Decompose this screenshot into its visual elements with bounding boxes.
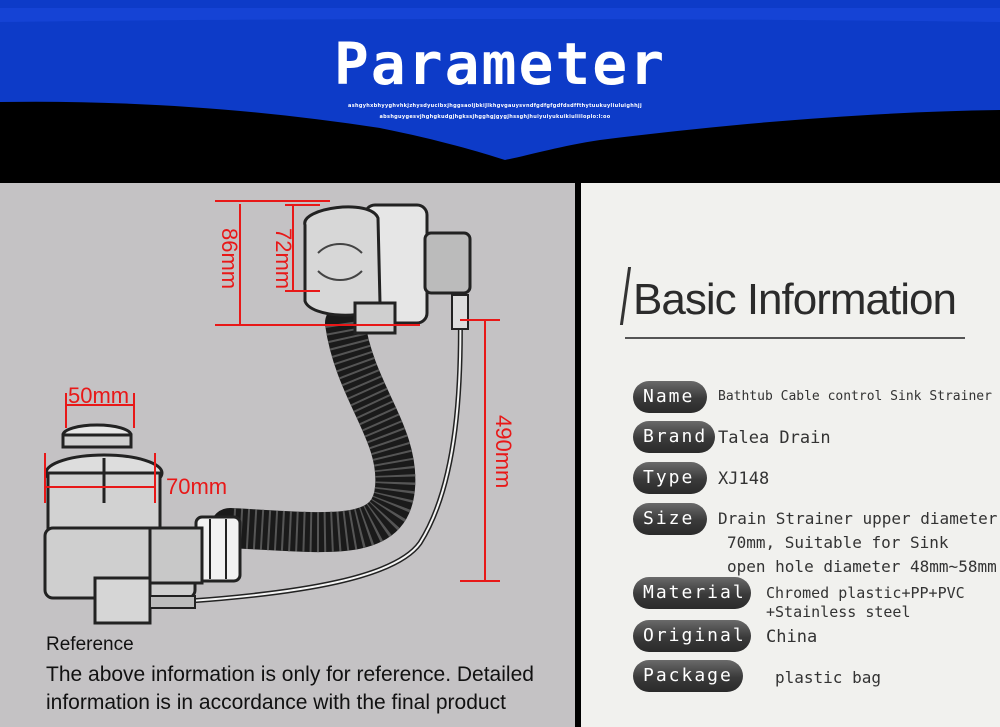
spec-value-size-line-3: open hole diameter 48mm~58mm	[727, 557, 997, 576]
spec-label-brand: Brand	[633, 421, 715, 453]
spec-label-size: Size	[633, 503, 707, 535]
spec-value-type: XJ148	[718, 469, 770, 489]
spec-value-name: Bathtub Cable control Sink Strainer	[718, 389, 992, 404]
spec-value-original: China	[766, 627, 818, 647]
dimension-label-72mm: 72mm	[271, 228, 296, 290]
spec-label-package: Package	[633, 660, 743, 692]
spec-value-material-line-2: +Stainless steel	[766, 603, 911, 621]
spec-value-size-line-1: Drain Strainer upper diameter	[718, 509, 998, 528]
spec-value-brand: Talea Drain	[718, 428, 831, 448]
product-diagram-panel: 86mm 72mm 50mm 70mm 490mm Reference The …	[0, 183, 575, 727]
dimension-label-50mm: 50mm	[68, 383, 130, 408]
spec-value-package: plastic bag	[775, 668, 881, 687]
spec-label-type: Type	[633, 462, 707, 494]
reference-disclaimer: The above information is only for refere…	[46, 663, 534, 714]
spec-label-original: Original	[633, 620, 751, 652]
decorative-text-line-2: abshguygesvjhghgkudgjhgkssjhgghgjgygjhss…	[379, 114, 611, 120]
basic-information-panel: Basic Information Name Bathtub Cable con…	[581, 183, 1000, 727]
banner-background	[0, 0, 1000, 183]
header-banner: Parameter ashgyhxbhyyghvhkjzhysdyucibxjh…	[0, 0, 1000, 183]
spec-value-size-line-2: 70mm, Suitable for Sink	[727, 533, 949, 552]
title-accent-bar	[619, 267, 632, 325]
title-underline	[625, 337, 965, 339]
page-title: Parameter	[333, 30, 667, 98]
spec-label-name: Name	[633, 381, 707, 413]
drain-product-drawing	[43, 200, 500, 625]
section-title: Basic Information	[633, 275, 957, 324]
decorative-text-line-1: ashgyhxbhyyghvhkjzhysdyucibxjhggsaoljbki…	[348, 103, 642, 109]
spec-value-material-line-1: Chromed plastic+PP+PVC	[766, 584, 965, 602]
reference-heading: Reference	[46, 634, 134, 655]
spec-label-material: Material	[633, 577, 751, 609]
dimension-label-86mm: 86mm	[217, 228, 242, 290]
dimension-label-490mm: 490mm	[491, 415, 516, 489]
dimension-label-70mm: 70mm	[166, 474, 228, 499]
